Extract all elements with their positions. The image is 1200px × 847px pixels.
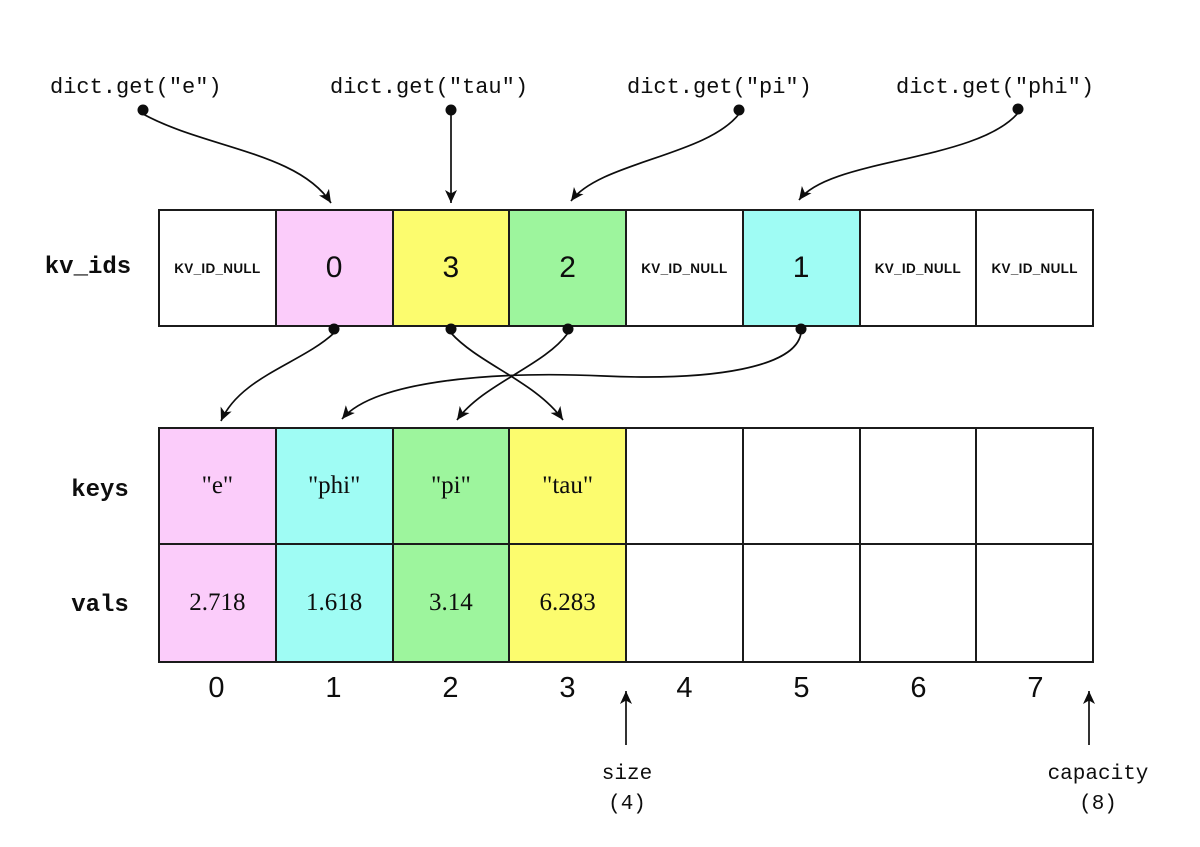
keys-cell-1: "phi" <box>276 429 394 545</box>
cell-text: "phi" <box>307 472 361 499</box>
capacity-value: (8) <box>1079 793 1117 816</box>
cell-text: 3 <box>442 251 460 284</box>
id-arrow-0 <box>220 332 335 422</box>
cell-text: KV_ID_NULL <box>174 260 261 276</box>
cell-text: KV_ID_NULL <box>874 260 961 276</box>
cell-text: "e" <box>201 472 234 499</box>
id-arrow-3 <box>450 332 564 421</box>
kv-ids-cell-7: KV_ID_NULL <box>977 211 1092 325</box>
cell-text: 2 <box>559 251 576 284</box>
cell-text: 2.718 <box>189 589 246 616</box>
query-dot-tau <box>445 104 457 116</box>
kv-ids-cell-1: 0 <box>276 211 394 325</box>
query-dot-phi <box>1012 103 1024 115</box>
vals-cell-3: 6.283 <box>510 545 627 661</box>
query-dot-e <box>137 104 149 116</box>
kv-ids-array: KV_ID_NULL 0 3 2 KV_ID_NULL 1 KV_ID_NULL… <box>158 209 1094 327</box>
cell-text: KV_ID_NULL <box>991 260 1078 276</box>
vals-cell-7 <box>977 545 1092 661</box>
kv-ids-cell-6: KV_ID_NULL <box>861 211 978 325</box>
keys-cell-3: "tau" <box>510 429 627 545</box>
vals-cell-6 <box>861 545 978 661</box>
vals-cell-2: 3.14 <box>393 545 511 661</box>
index-label-3: 3 <box>559 672 576 704</box>
cell-text: 6.283 <box>539 589 596 616</box>
index-label-1: 1 <box>325 672 342 704</box>
keys-cell-2: "pi" <box>393 429 511 545</box>
query-arrow-pi <box>570 113 740 202</box>
kv-ids-cell-5: 1 <box>743 211 861 325</box>
index-label-2: 2 <box>442 672 459 704</box>
keys-vals-array: "e" "phi" "pi" "tau" 2.718 1.618 3.14 6.… <box>158 427 1094 663</box>
keys-cell-7 <box>977 429 1092 545</box>
kv-ids-cell-2: 3 <box>393 211 511 325</box>
kv-ids-row: KV_ID_NULL 0 3 2 KV_ID_NULL 1 KV_ID_NULL… <box>160 211 1092 325</box>
cell-text: 1.618 <box>306 589 363 616</box>
keys-cell-5 <box>743 429 861 545</box>
size-value: (4) <box>608 793 646 816</box>
query-label-e: dict.get("e") <box>50 75 222 100</box>
cell-text: 1 <box>792 251 810 284</box>
keys-cell-0: "e" <box>160 429 277 545</box>
index-label-7: 7 <box>1027 672 1044 704</box>
capacity-label: capacity <box>1047 763 1149 786</box>
size-label: size <box>601 763 653 786</box>
kv-ids-cell-0: KV_ID_NULL <box>160 211 277 325</box>
keys-row: "e" "phi" "pi" "tau" <box>160 429 1092 545</box>
index-row: 0 1 2 3 4 5 6 7 <box>158 672 1094 705</box>
vals-row-label: vals <box>71 592 129 619</box>
cell-text: "pi" <box>430 472 471 499</box>
cell-text: 0 <box>325 251 343 284</box>
keys-cell-4 <box>627 429 744 545</box>
id-arrow-2 <box>456 332 569 421</box>
kv-ids-cell-4: KV_ID_NULL <box>627 211 744 325</box>
kv-ids-row-label: kv_ids <box>44 254 132 281</box>
cell-text: KV_ID_NULL <box>641 260 728 276</box>
vals-cell-1: 1.618 <box>276 545 394 661</box>
vals-row: 2.718 1.618 3.14 6.283 <box>160 545 1092 661</box>
cell-text: "tau" <box>542 472 594 499</box>
query-arrow-e <box>142 113 332 204</box>
keys-cell-6 <box>860 429 978 545</box>
kv-ids-cell-3: 2 <box>510 211 627 325</box>
index-label-6: 6 <box>910 672 927 704</box>
keys-row-label: keys <box>71 477 129 504</box>
index-label-5: 5 <box>793 672 810 704</box>
vals-cell-5 <box>744 545 861 661</box>
query-label-phi: dict.get("phi") <box>896 75 1095 100</box>
query-label-tau: dict.get("tau") <box>330 75 529 100</box>
index-label-4: 4 <box>676 672 693 704</box>
index-label-0: 0 <box>208 672 225 704</box>
query-arrow-phi <box>798 112 1019 201</box>
vals-cell-0: 2.718 <box>160 545 277 661</box>
cell-text: 3.14 <box>429 589 473 616</box>
query-label-pi: dict.get("pi") <box>627 75 812 100</box>
id-arrow-1 <box>341 332 802 420</box>
vals-cell-4 <box>627 545 744 661</box>
query-dot-pi <box>733 104 745 116</box>
